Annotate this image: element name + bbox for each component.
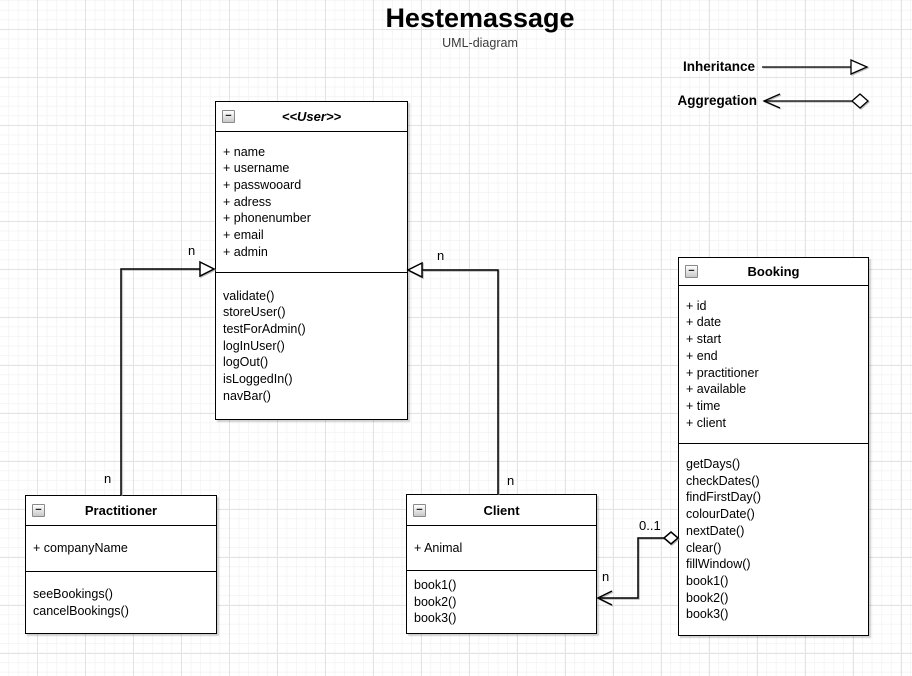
open-arrowhead-icon [596, 590, 613, 606]
multiplicity-label: n [602, 569, 610, 584]
aggregation-diamond-icon [662, 531, 680, 545]
collapse-icon[interactable]: − [222, 110, 235, 123]
inheritance-arrowhead-icon [850, 59, 869, 75]
edge-booking-client-aggregation[interactable] [596, 531, 680, 606]
class-title-user: <<User>> [281, 109, 342, 124]
legend-aggregation-arrow [762, 93, 869, 109]
multiplicity-label: n [437, 248, 445, 263]
multiplicity-label: 0..1 [639, 518, 661, 533]
class-attributes-practitioner: + companyName [33, 541, 128, 556]
legend-inheritance-arrow [762, 59, 869, 75]
legend-aggregation-label: Aggregation [677, 93, 758, 108]
class-methods-booking: getDays() checkDates() findFirstDay() co… [686, 456, 762, 622]
class-attributes-client: + Animal [414, 540, 463, 555]
edge-client-user-inheritance[interactable] [406, 261, 499, 494]
class-methods-section-client: book1() book2() book3() [407, 571, 596, 633]
class-box-booking[interactable]: − Booking + id + date + start + end + pr… [678, 257, 869, 636]
class-header-user: − <<User>> [216, 102, 407, 132]
class-attributes-section-practitioner: + companyName [26, 526, 216, 572]
class-attributes-section-booking: + id + date + start + end + practitioner… [679, 286, 868, 444]
class-header-booking: − Booking [679, 258, 868, 286]
multiplicity-label: n [507, 473, 515, 488]
class-methods-client: book1() book2() book3() [414, 577, 457, 626]
class-methods-user: validate() storeUser() testForAdmin() lo… [223, 288, 306, 403]
edge-practitioner-user-inheritance[interactable] [120, 260, 216, 495]
page-subtitle: UML-diagram [442, 36, 518, 50]
legend-inheritance-label: Inheritance [682, 59, 755, 74]
class-header-practitioner: − Practitioner [26, 496, 216, 526]
inheritance-arrowhead-icon [199, 260, 216, 278]
class-box-practitioner[interactable]: − Practitioner + companyName seeBookings… [25, 495, 217, 634]
open-arrowhead-icon [762, 93, 781, 109]
class-title-booking: Booking [747, 264, 800, 279]
class-attributes-booking: + id + date + start + end + practitioner… [686, 298, 759, 430]
class-title-client: Client [483, 502, 520, 518]
class-box-client[interactable]: − Client + Animal book1() book2() book3(… [406, 494, 597, 634]
collapse-icon[interactable]: − [32, 504, 45, 517]
class-title-practitioner: Practitioner [84, 503, 158, 518]
class-attributes-user: + name + username + passwooard + adress … [223, 144, 311, 259]
inheritance-arrowhead-icon [406, 261, 423, 279]
page-title: Hestemassage [385, 3, 575, 33]
class-attributes-section-user: + name + username + passwooard + adress … [216, 132, 407, 273]
class-attributes-section-client: + Animal [407, 526, 596, 571]
multiplicity-label: n [188, 243, 196, 258]
aggregation-diamond-icon [851, 93, 869, 109]
class-methods-practitioner: seeBookings() cancelBookings() [33, 586, 129, 618]
class-box-user[interactable]: − <<User>> + name + username + passwooar… [215, 101, 408, 420]
class-methods-section-user: validate() storeUser() testForAdmin() lo… [216, 273, 407, 419]
class-header-client: − Client [407, 495, 596, 526]
class-methods-section-booking: getDays() checkDates() findFirstDay() co… [679, 444, 868, 635]
collapse-icon[interactable]: − [685, 265, 698, 278]
collapse-icon[interactable]: − [413, 503, 426, 517]
multiplicity-label: n [104, 471, 112, 486]
class-methods-section-practitioner: seeBookings() cancelBookings() [26, 572, 216, 633]
